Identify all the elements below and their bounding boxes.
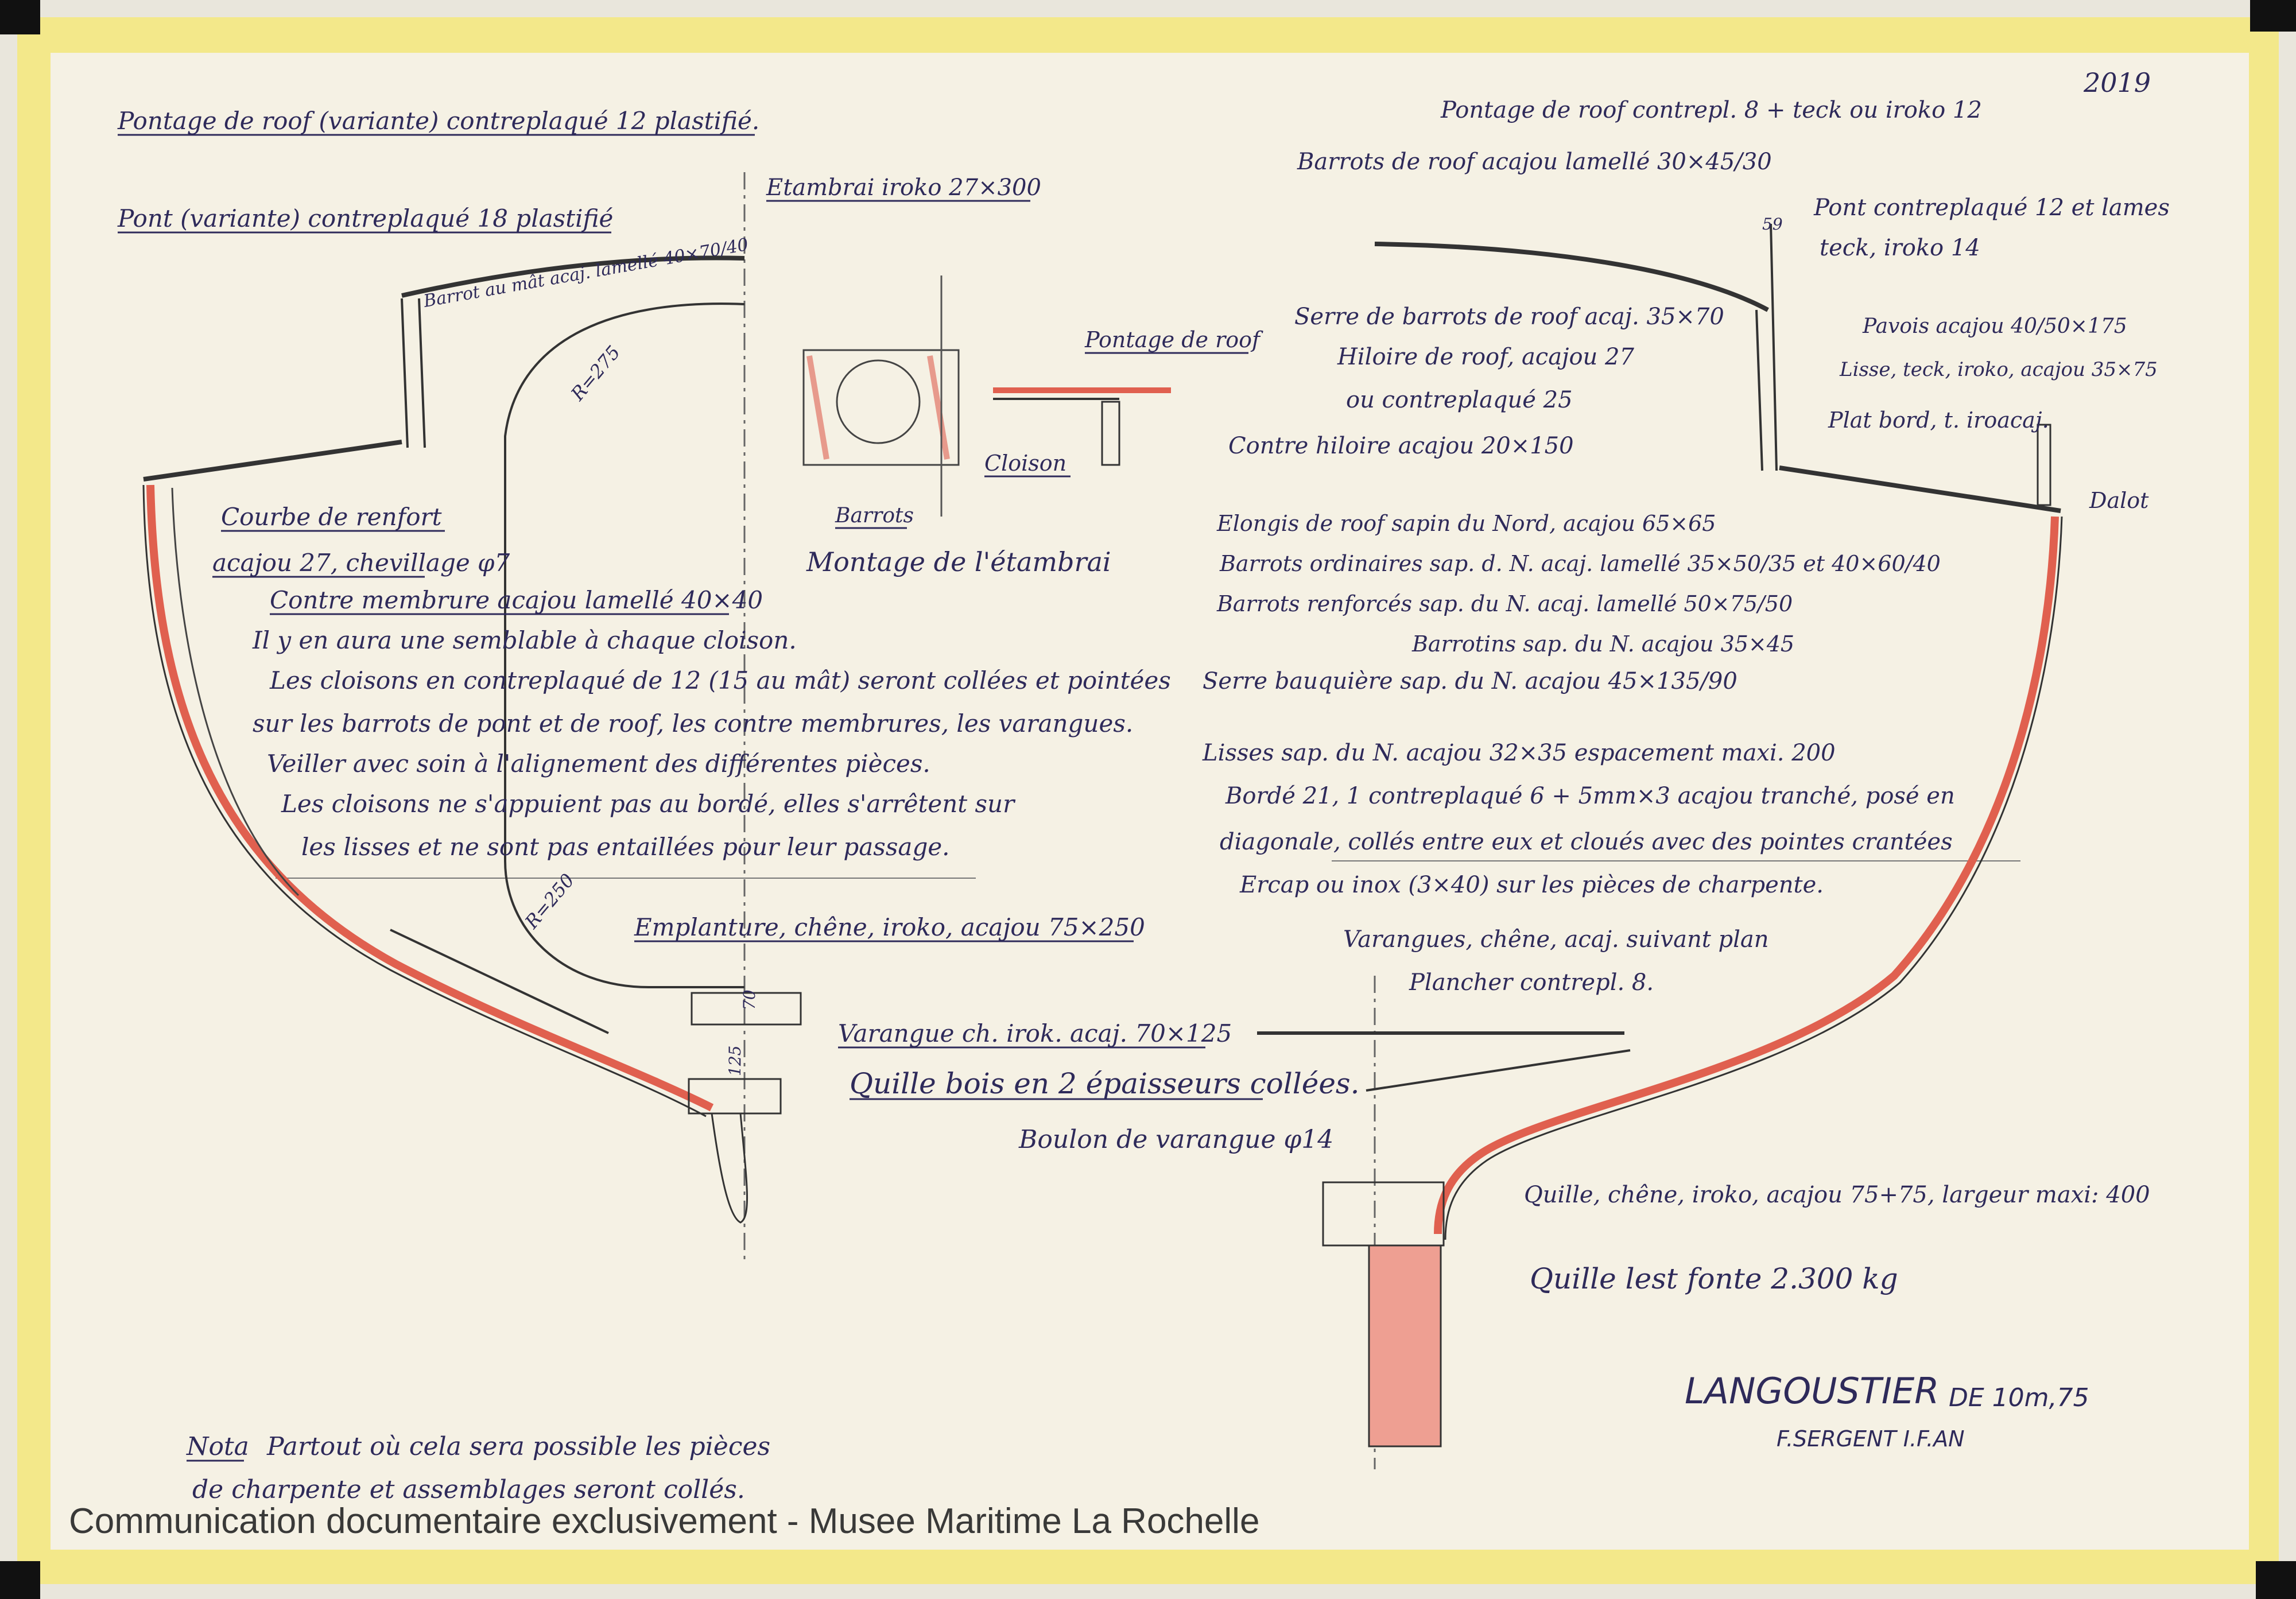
label-frame: Contre membrure acajou lamellé 40×40	[270, 586, 763, 614]
corner-clip-bottom-right	[2256, 1561, 2296, 1599]
right-label-24: Boulon de varangue φ14	[1018, 1125, 1333, 1154]
bulkhead-note-6: les lisses et ne sont pas entaillées pou…	[301, 833, 950, 861]
title-author: F.SERGENT I.F.AN	[1777, 1426, 1965, 1451]
right-label-11: Contre hiloire acajou 20×150	[1228, 433, 1574, 459]
right-deck	[1779, 465, 2061, 513]
corner-clip-bottom-left	[0, 1561, 40, 1599]
label-detail-bulkhead: Cloison	[984, 451, 1066, 476]
right-label-7: ou contreplaqué 25	[1346, 387, 1573, 413]
left-hull-inner-line	[171, 487, 300, 896]
hatch-opening	[836, 359, 921, 444]
right-inner-floor	[1366, 1049, 1631, 1092]
bulwark-rail	[2037, 424, 2051, 506]
bulkhead-note-3: sur les barrots de pont et de roof, les …	[253, 709, 1133, 738]
title-de: DE 10m,75	[1949, 1383, 2089, 1412]
label-floor: Varangue ch. irok. acaj. 70×125	[838, 1019, 1232, 1047]
nota-line-2: de charpente et assemblages seront collé…	[192, 1475, 745, 1504]
right-label-25: Quille, chêne, iroko, acajou 75+75, larg…	[1524, 1182, 2150, 1208]
right-hull-planking-red	[1434, 516, 2059, 1235]
label-radius-top: R=275	[566, 341, 625, 405]
mast-step-block	[691, 992, 802, 1026]
left-wood-keel	[711, 1112, 748, 1224]
label-knee-1: Courbe de renfort	[221, 503, 442, 531]
label-keel: Quille bois en 2 épaisseurs collées.	[850, 1067, 1359, 1100]
right-label-15: Barrots renforcés sap. du N. acaj. lamel…	[1216, 591, 1793, 616]
left-hull-planking-red	[146, 484, 714, 1112]
right-label-16: Barrotins sap. du N. acajou 35×45	[1411, 631, 1794, 657]
right-label-5: Serre de barrots de roof acaj. 35×70	[1294, 304, 1724, 330]
title-main: LANGOUSTIER	[1685, 1370, 1939, 1412]
left-deck	[143, 440, 402, 482]
detail-bulkhead	[1101, 401, 1120, 466]
ballast-keel-red	[1368, 1244, 1442, 1447]
right-label-10: Plat bord, t. iroacaj.	[1828, 407, 2049, 433]
bulkhead-note-2: Les cloisons en contreplaqué de 12 (15 a…	[269, 666, 1171, 694]
right-label-22: Varangues, chêne, acaj. suivant plan	[1343, 926, 1769, 953]
right-label-6: Hiloire de roof, acajou 27	[1337, 344, 1634, 370]
hatch-wood-grain	[806, 355, 950, 460]
left-inner-floor	[390, 929, 609, 1034]
tape-top	[23, 17, 2273, 57]
label-detail-beams: Barrots	[835, 504, 914, 527]
right-label-23: Plancher contrepl. 8.	[1409, 969, 1654, 996]
left-hull-outline	[142, 484, 707, 1117]
right-label-20: diagonale, collés entre eux et cloués av…	[1220, 829, 1953, 855]
hatch-detail-frame	[802, 349, 960, 466]
right-roof-deck	[1374, 242, 1769, 312]
label-detail-caption: Montage de l'étambrai	[806, 546, 1111, 577]
right-label-14: Barrots ordinaires sap. d. N. acaj. lame…	[1219, 551, 1941, 576]
right-label-2: Barrots de roof acajou lamellé 30×45/30	[1297, 149, 1772, 175]
corner-clip-top-right	[2250, 0, 2296, 32]
tape-bottom	[23, 1544, 2273, 1584]
nota-label: Nota	[186, 1432, 249, 1461]
right-label-19: Bordé 21, 1 contreplaqué 6 + 5mm×3 acajo…	[1225, 783, 1955, 809]
label-dim-125: 125	[726, 1046, 744, 1076]
label-deck-variant: Pont (variante) contreplaqué 18 plastifi…	[117, 204, 613, 232]
bulkhead-note-4: Veiller avec soin à l'alignement des dif…	[267, 750, 930, 778]
right-label-21: Ercap ou inox (3×40) sur les pièces de c…	[1239, 872, 1824, 898]
right-label-12: Dalot	[2089, 488, 2149, 513]
bulkhead-note-1: Il y en aura une semblable à chaque cloi…	[252, 626, 797, 654]
right-label-13: Elongis de roof sapin du Nord, acajou 65…	[1216, 511, 1716, 536]
label-hatch: Etambrai iroko 27×300	[766, 174, 1041, 201]
right-label-4: teck, iroko 14	[1820, 235, 1980, 261]
label-knee-2: acajou 27, chevillage φ7	[212, 549, 510, 577]
right-label-26: Quille lest fonte 2.300 kg	[1530, 1262, 1898, 1295]
right-label-9: Lisse, teck, iroko, acajou 35×75	[1839, 358, 2158, 381]
right-label-18: Lisses sap. du N. acajou 32×35 espacemen…	[1202, 740, 1836, 766]
label-radius-bottom: R=250	[520, 870, 579, 933]
label-mast-beam: Barrot au mât acaj. lamellé 40×70/40	[421, 235, 750, 312]
corner-clip-top-left	[0, 0, 40, 34]
right-label-1: Pontage de roof contrepl. 8 + teck ou ir…	[1440, 97, 1982, 123]
label-step: Emplanture, chêne, irokо, acajou 75×250	[634, 913, 1145, 941]
left-coaming	[401, 298, 426, 448]
right-label-8: Pavois acajou 40/50×175	[1862, 315, 2127, 338]
drawing-paper	[51, 53, 2249, 1550]
sheet-number: 2019	[2083, 67, 2151, 98]
left-roof-deck	[401, 255, 745, 298]
label-detail-roof-deck: Pontage de roof	[1084, 327, 1263, 352]
label-roof-deck-variant: Pontage de roof (variante) contreplaqué …	[117, 107, 759, 135]
bulkhead-note-5: Les cloisons ne s'appuient pas au bordé,…	[281, 790, 1016, 818]
right-label-3: Pont contreplaqué 12 et lames	[1813, 195, 2170, 221]
left-bulkhead-opening	[504, 302, 745, 988]
right-hull-outline	[1444, 516, 2063, 1240]
nota-line-1: Partout où cela sera possible les pièces	[266, 1432, 770, 1461]
label-dim-70: 70	[740, 989, 759, 1010]
watermark: Communication documentaire exclusivement…	[69, 1501, 1260, 1541]
right-label-17: Serre bauquière sap. du N. acajou 45×135…	[1203, 668, 1737, 694]
right-coaming	[1755, 223, 1778, 471]
right-label-27: 59	[1762, 215, 1783, 234]
